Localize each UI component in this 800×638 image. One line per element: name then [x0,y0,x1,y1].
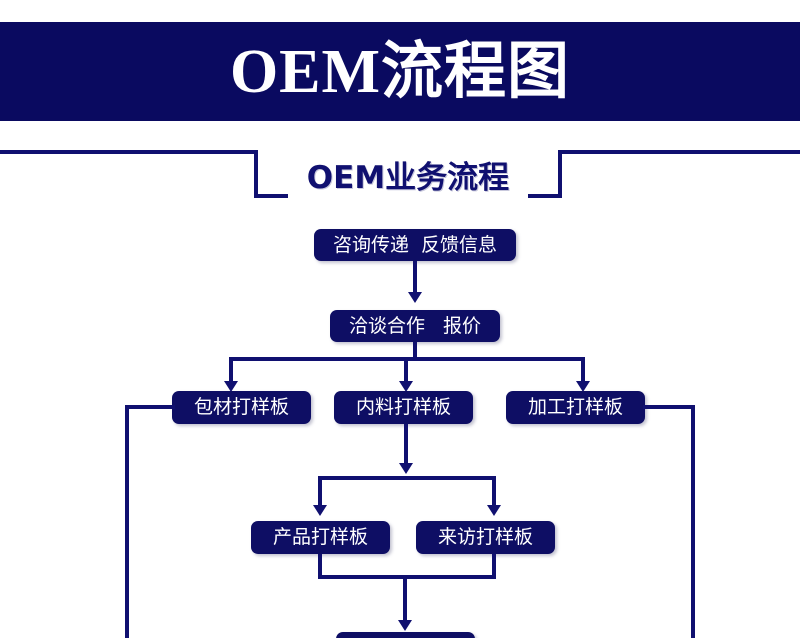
node-product-sample[interactable]: 产品打样板 [251,521,390,554]
page-title: OEM流程图 [229,37,571,106]
edge-visit-down [492,554,496,579]
bracket-right-foot [528,194,562,198]
header-banner: OEM流程图 [0,22,800,121]
bracket-right-vertical [558,150,562,198]
edge-negotiation-to-material [404,357,408,384]
rail-right-stub [643,405,695,409]
edge-merge-stem [403,575,407,623]
node-packaging-sample[interactable]: 包材打样板 [172,391,311,424]
bracket-left-foot [254,194,288,198]
rail-right-vertical [691,405,695,638]
edge-material-to-product [318,476,322,508]
node-inquiry-feedback[interactable]: 咨询传递 反馈信息 [314,229,516,261]
edge-material-splitter [318,476,496,480]
rail-left-stub [125,405,175,409]
node-processing-sample[interactable]: 加工打样板 [506,391,645,424]
arrow-down-icon [576,381,590,392]
edge-material-down [404,424,408,466]
arrow-down-icon [399,381,413,392]
edge-merge-bar [318,575,496,579]
rule-left [0,150,258,154]
arrow-down-icon [224,381,238,392]
node-negotiation-quote[interactable]: 洽谈合作 报价 [330,310,500,342]
section-subtitle: OEM业务流程 [306,159,510,196]
edge-inquiry-to-negotiation [413,261,417,295]
arrow-down-icon [408,292,422,303]
node-material-sample[interactable]: 内料打样板 [334,391,473,424]
edge-negotiation-to-processing [581,357,585,384]
edge-negotiation-to-packaging [229,357,233,384]
arrow-down-icon [313,505,327,516]
rail-left-vertical [125,405,129,638]
rule-right [560,150,800,154]
node-next-stage[interactable] [336,632,475,638]
edge-product-down [318,554,322,579]
arrow-down-icon [399,463,413,474]
node-visit-sample[interactable]: 来访打样板 [416,521,555,554]
arrow-down-icon [398,620,412,631]
arrow-down-icon [487,505,501,516]
edge-material-to-visit [492,476,496,508]
edge-negotiation-stem [413,342,417,360]
bracket-left-vertical [254,150,258,198]
